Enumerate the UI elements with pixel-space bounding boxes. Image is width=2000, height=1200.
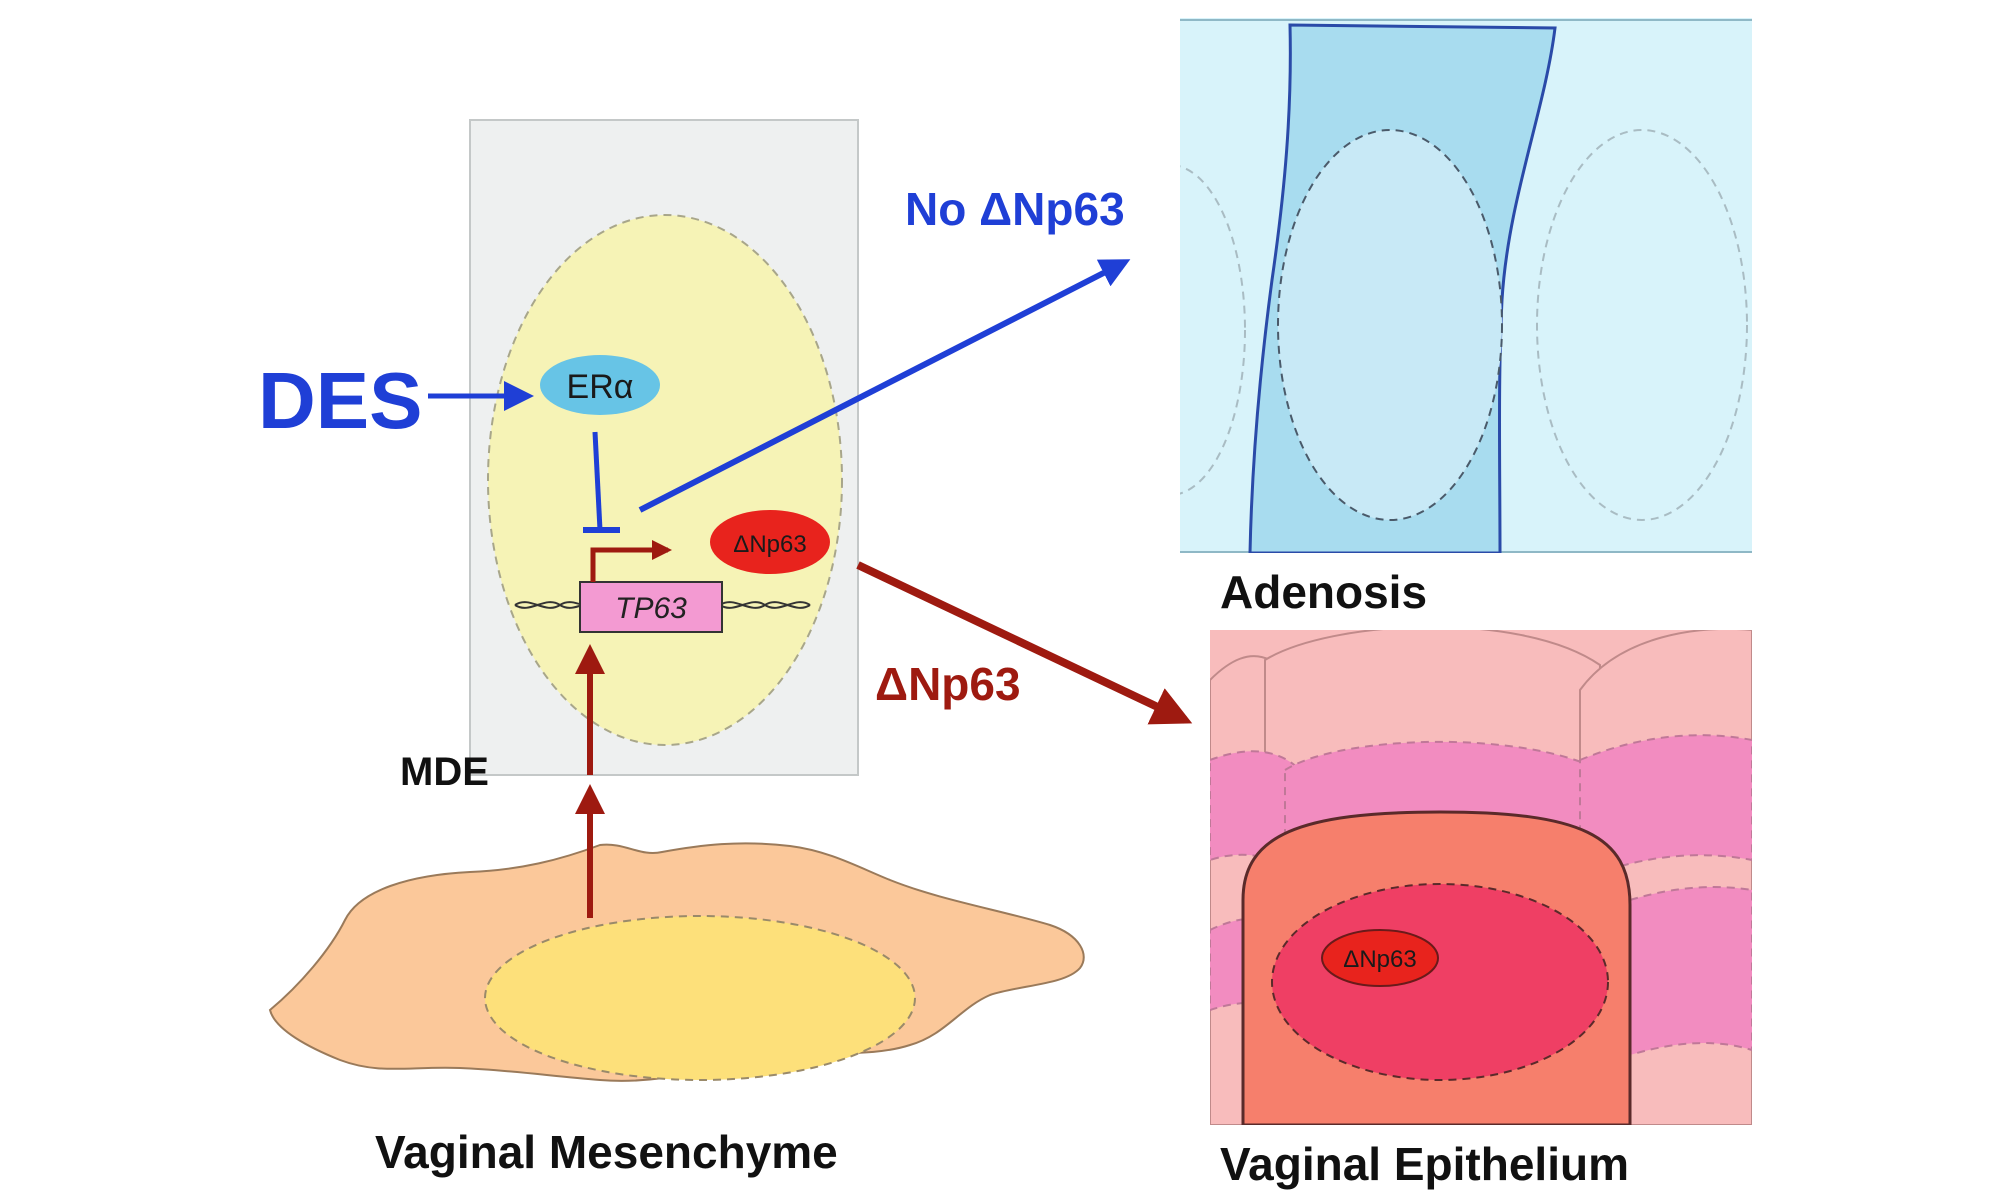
adenosis-center-nucleus bbox=[1277, 129, 1503, 521]
adenosis-right-nucleus bbox=[1536, 129, 1748, 521]
vaginal-mesenchyme-cell bbox=[268, 842, 1085, 1082]
tp63-gene-box bbox=[579, 581, 723, 633]
epithelium-dnp63-label: ΔNp63 bbox=[1343, 946, 1416, 973]
dnp63-product-ellipse bbox=[710, 510, 830, 574]
dnp63-arrow bbox=[856, 561, 1193, 725]
des-label: DES bbox=[258, 356, 423, 445]
er-alpha-inhibition bbox=[592, 431, 603, 531]
vaginal-epithelium-panel bbox=[1210, 630, 1752, 1125]
mde-label: MDE bbox=[400, 750, 489, 794]
epithelium-nucleus bbox=[1271, 883, 1609, 1081]
mde-nucleus bbox=[487, 214, 843, 746]
epithelium-dnp63-ellipse bbox=[1321, 929, 1439, 987]
er-alpha-label: ERα bbox=[567, 368, 634, 406]
tp63-label: TP63 bbox=[615, 592, 687, 625]
er-alpha-ellipse bbox=[540, 355, 660, 415]
adenosis-panel bbox=[1180, 18, 1752, 553]
mesenchyme-nucleus bbox=[484, 915, 916, 1081]
no-dnp63-label: No ΔNp63 bbox=[905, 183, 1125, 235]
dnp63-product-label: ΔNp63 bbox=[733, 531, 806, 558]
adenosis-left-nucleus bbox=[1180, 165, 1246, 495]
promoter-arrow bbox=[590, 540, 672, 582]
adenosis-label: Adenosis bbox=[1220, 566, 1427, 618]
mde-cell bbox=[469, 119, 859, 776]
dnp63-arrow-label: ΔNp63 bbox=[875, 658, 1021, 710]
no-dnp63-arrow bbox=[638, 259, 1131, 513]
vaginal-mesenchyme-label: Vaginal Mesenchyme bbox=[375, 1126, 838, 1178]
vaginal-epithelium-label: Vaginal Epithelium bbox=[1220, 1138, 1629, 1190]
